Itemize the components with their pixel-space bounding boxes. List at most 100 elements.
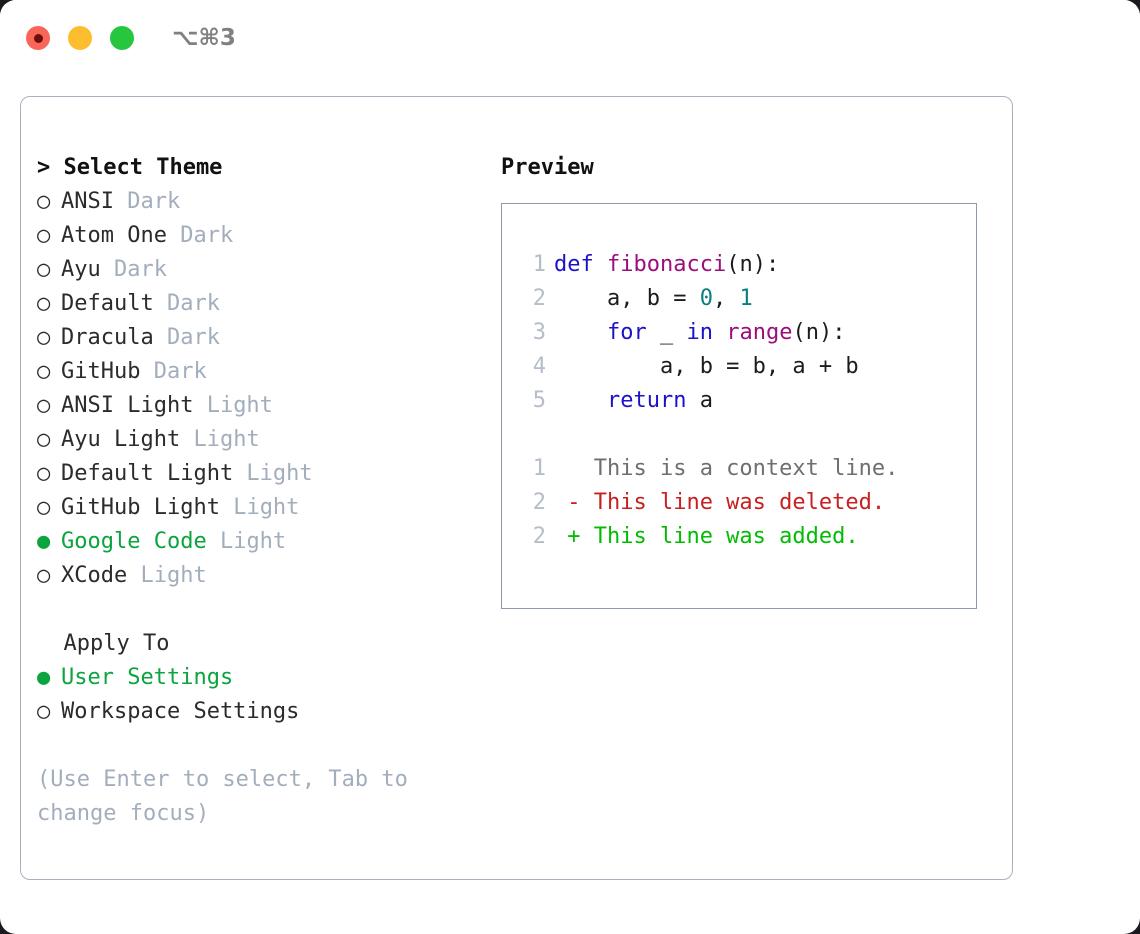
radio-unselected-icon: ○ xyxy=(37,427,51,452)
diff-text-ctx: This is a context line. xyxy=(554,456,899,481)
theme-option-category: Light xyxy=(127,563,207,588)
radio-unselected-icon: ○ xyxy=(37,393,51,418)
theme-option-category: Dark xyxy=(140,359,207,384)
apply-to-option-list: ● User Settings ○ Workspace Settings xyxy=(37,661,477,729)
theme-option-label: Dracula xyxy=(61,325,154,350)
radio-unselected-icon: ○ xyxy=(37,699,51,724)
line-number: 2 xyxy=(532,286,546,311)
line-number: 3 xyxy=(532,320,546,345)
radio-unselected-icon: ○ xyxy=(37,189,51,214)
code-line: 3 for _ in range(n): xyxy=(502,316,976,350)
theme-option-label: ANSI xyxy=(61,189,114,214)
radio-unselected-icon: ○ xyxy=(37,257,51,282)
radio-unselected-icon: ○ xyxy=(37,495,51,520)
theme-option-ansi[interactable]: ○ANSI Dark xyxy=(37,185,477,219)
theme-option-category: Dark xyxy=(153,325,220,350)
theme-option-category: Light xyxy=(219,495,300,520)
theme-option-category: Dark xyxy=(166,223,234,248)
radio-unselected-icon: ○ xyxy=(37,359,51,384)
theme-option-label: Ayu xyxy=(61,257,101,282)
theme-option-label: XCode xyxy=(61,563,128,588)
maximize-button[interactable] xyxy=(110,26,134,50)
code-token-kw: for xyxy=(554,320,647,345)
theme-option-github[interactable]: ○ GitHub Dark xyxy=(37,355,477,389)
minimize-button[interactable] xyxy=(68,26,92,50)
theme-option-label: GitHub xyxy=(61,359,141,384)
keyboard-hint-text: (Use Enter to select, Tab to change focu… xyxy=(37,767,422,826)
radio-selected-icon: ● xyxy=(37,529,51,554)
radio-unselected-icon: ○ xyxy=(37,461,51,486)
radio-unselected-icon: ○ xyxy=(37,223,51,248)
code-token-plain: a xyxy=(686,388,713,413)
theme-option-category: Dark xyxy=(153,291,220,316)
apply-to-option-label: User Settings xyxy=(61,665,234,690)
code-token-plain xyxy=(713,320,726,345)
theme-option-xcode[interactable]: ○ XCode Light xyxy=(37,559,477,593)
apply-to-option-user-settings[interactable]: ● User Settings xyxy=(37,661,477,695)
diff-text-add: + This line was added. xyxy=(554,524,859,549)
apply-to-option-label: Workspace Settings xyxy=(61,699,300,724)
code-token-fn: range xyxy=(726,320,793,345)
theme-option-default-light[interactable]: ○Default Light Light xyxy=(37,457,477,491)
theme-option-category: Light xyxy=(206,529,287,554)
code-token-kw: def xyxy=(554,252,607,277)
diff-sample: 1 This is a context line.2 - This line w… xyxy=(502,452,976,554)
theme-option-category: Dark xyxy=(100,257,167,282)
theme-list-column: > Select Theme ○ANSI Dark○Atom One Dark○… xyxy=(37,151,477,831)
theme-option-label: Default xyxy=(61,291,154,316)
line-number: 2 xyxy=(532,524,546,549)
radio-selected-icon: ● xyxy=(37,665,51,690)
theme-option-github-light[interactable]: ○ GitHub Light Light xyxy=(37,491,477,525)
code-token-kw: in xyxy=(686,320,713,345)
theme-selector-panel: > Select Theme ○ANSI Dark○Atom One Dark○… xyxy=(20,96,1013,880)
code-token-num: 0 xyxy=(699,286,713,311)
code-token-kw: return xyxy=(554,388,687,413)
theme-option-label: ANSI Light xyxy=(61,393,194,418)
theme-option-google-code[interactable]: ●Google Code Light xyxy=(37,525,477,559)
code-token-plain: (n): xyxy=(792,320,846,345)
code-token-plain: a, b = xyxy=(554,286,700,311)
code-token-plain: (n): xyxy=(726,252,780,277)
theme-option-ayu[interactable]: ○ Ayu Dark xyxy=(37,253,477,287)
theme-option-category: Light xyxy=(193,393,273,418)
theme-option-category: Light xyxy=(180,427,260,452)
traffic-light-buttons xyxy=(26,26,134,50)
line-number: 4 xyxy=(532,354,546,379)
code-token-plain: a, b = b, a + b xyxy=(554,354,859,379)
code-line: 2 a, b = 0, 1 xyxy=(502,282,976,316)
theme-option-list: ○ANSI Dark○Atom One Dark○Ayu Dark○Defaul… xyxy=(37,185,477,593)
theme-option-label: GitHub Light xyxy=(61,495,220,520)
theme-option-label: Default Light xyxy=(61,461,234,486)
spacer xyxy=(37,593,477,627)
theme-option-ayu-light[interactable]: ○ Ayu Light Light xyxy=(37,423,477,457)
code-line: 1 def fibonacci(n): xyxy=(502,248,976,282)
diff-line: 2 - This line was deleted. xyxy=(502,486,976,520)
preview-title: Preview xyxy=(501,155,594,180)
code-token-plain: _ xyxy=(646,320,687,345)
close-button[interactable] xyxy=(26,26,50,50)
title-bar: ⌥⌘3 xyxy=(0,0,1140,78)
diff-line: 1 This is a context line. xyxy=(502,452,976,486)
spacer xyxy=(502,418,976,452)
line-number: 1 xyxy=(532,252,546,277)
code-line: 4 a, b = b, a + b xyxy=(502,350,976,384)
line-number: 1 xyxy=(532,456,546,481)
radio-unselected-icon: ○ xyxy=(37,563,51,588)
apply-to-header: Apply To xyxy=(37,631,170,656)
code-token-fn: fibonacci xyxy=(606,252,727,277)
theme-option-atom-one[interactable]: ○Atom One Dark xyxy=(37,219,477,253)
diff-text-del: - This line was deleted. xyxy=(554,490,886,515)
select-theme-header: > Select Theme xyxy=(37,155,223,180)
code-token-plain: , xyxy=(712,286,740,311)
line-number: 2 xyxy=(532,490,546,515)
apply-to-option-workspace-settings[interactable]: ○ Workspace Settings xyxy=(37,695,477,729)
theme-option-label: Ayu Light xyxy=(61,427,181,452)
theme-option-dracula[interactable]: ○Dracula Dark xyxy=(37,321,477,355)
theme-option-default[interactable]: ○Default Dark xyxy=(37,287,477,321)
theme-option-ansi-light[interactable]: ○ ANSI Light Light xyxy=(37,389,477,423)
diff-line: 2 + This line was added. xyxy=(502,520,976,554)
code-token-num: 1 xyxy=(739,286,753,311)
